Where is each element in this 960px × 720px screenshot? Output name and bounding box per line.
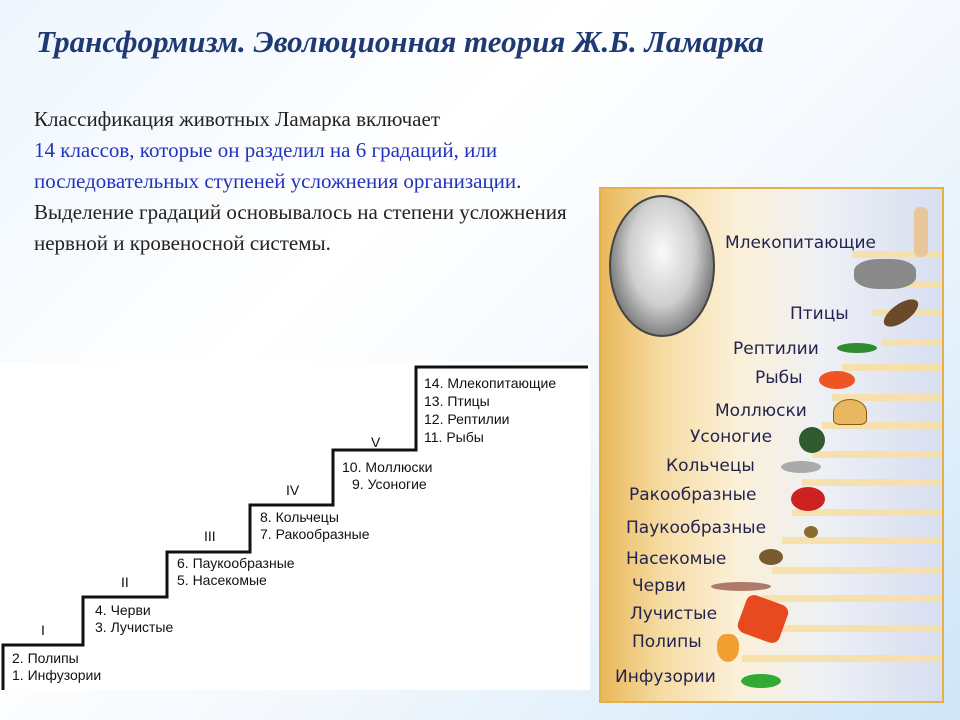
annelid-icon bbox=[781, 461, 821, 473]
ladder-label: Полипы bbox=[632, 632, 702, 652]
evolution-ladder-illustration: Млекопитающие Птицы Рептилии Рыбы Моллюс… bbox=[599, 187, 944, 703]
spider-small-icon bbox=[804, 526, 818, 538]
ladder-label: Млекопитающие bbox=[725, 233, 876, 253]
ladder-label: Паукообразные bbox=[626, 518, 767, 538]
lizard-icon bbox=[837, 343, 877, 353]
gradation-numeral: I bbox=[41, 622, 45, 638]
polyp-icon bbox=[717, 634, 739, 662]
staircase-lines bbox=[1, 365, 588, 690]
human-icon bbox=[914, 207, 928, 257]
gradation-numeral: II bbox=[121, 574, 129, 590]
ladder-label: Ракообразные bbox=[629, 485, 757, 505]
ladder-label: Усоногие bbox=[690, 427, 773, 447]
ladder-label: Рыбы bbox=[755, 368, 803, 388]
gradation-numeral: V bbox=[371, 434, 381, 450]
crab-icon bbox=[791, 487, 825, 511]
gradation-numeral: IV bbox=[286, 482, 300, 498]
slide-title: Трансформизм. Эволюционная теория Ж.Б. Л… bbox=[36, 24, 764, 59]
ladder-label: Черви bbox=[632, 576, 686, 596]
gradation-numeral: III bbox=[204, 528, 216, 544]
para-highlight: 14 классов, которые он разделил на 6 гра… bbox=[34, 138, 517, 193]
para-text-2: . Выделение градаций основывалось на сте… bbox=[34, 169, 567, 255]
worm-icon bbox=[711, 582, 771, 591]
para-text-1: Классификация животных Ламарка включает bbox=[34, 107, 440, 131]
lamarck-portrait bbox=[609, 195, 715, 337]
description-paragraph: Классификация животных Ламарка включает 1… bbox=[34, 104, 594, 259]
ladder-label: Лучистые bbox=[630, 604, 718, 624]
ladder-label: Инфузории bbox=[615, 667, 716, 687]
ladder-label: Рептилии bbox=[733, 339, 819, 359]
ladder-label: Кольчецы bbox=[666, 456, 755, 476]
ladder-label: Насекомые bbox=[626, 549, 727, 569]
ladder-label: Моллюски bbox=[715, 401, 807, 421]
ladder-label: Птицы bbox=[790, 304, 849, 324]
spider-icon bbox=[759, 549, 783, 565]
rhino-icon bbox=[854, 259, 916, 289]
shell-icon bbox=[833, 399, 867, 425]
infusoria-icon bbox=[741, 674, 781, 688]
barnacle-icon bbox=[799, 427, 825, 453]
fish-icon bbox=[819, 371, 855, 389]
